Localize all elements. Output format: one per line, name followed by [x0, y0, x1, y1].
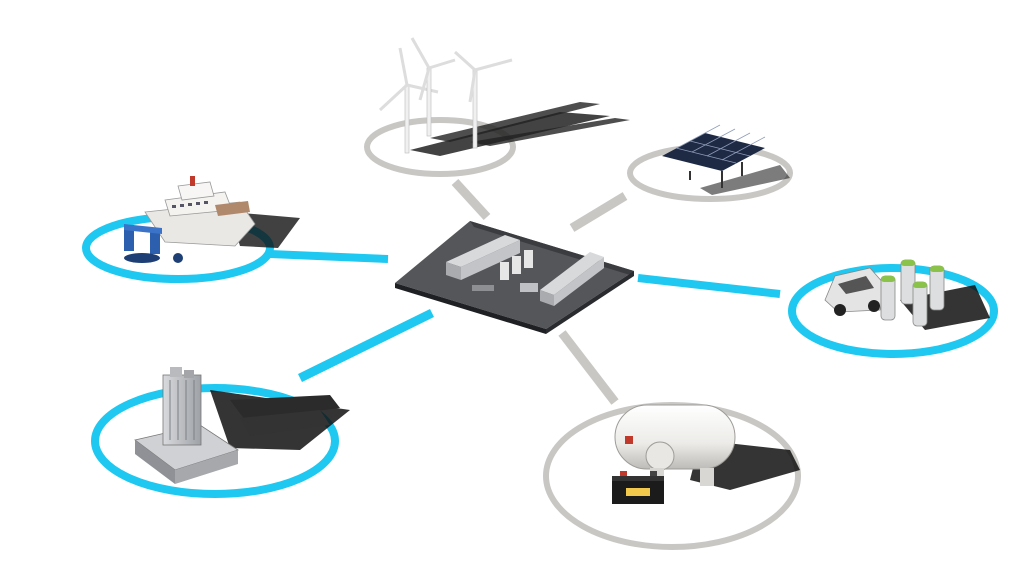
mobility-connector	[637, 274, 781, 298]
wind-turbine-icon	[378, 37, 630, 156]
factory-icon	[134, 367, 350, 484]
storage-node[interactable]	[543, 402, 801, 550]
mobility-ring	[788, 264, 998, 358]
ship-icon	[124, 176, 300, 263]
solar-panel-icon	[662, 124, 790, 195]
mobility-node[interactable]	[788, 259, 998, 358]
battery-icon	[612, 471, 664, 504]
wind-node[interactable]	[364, 37, 630, 177]
central-energy-hub[interactable]	[395, 221, 634, 334]
industry-ring	[91, 384, 339, 498]
wind-ring	[364, 117, 516, 177]
port-connector	[269, 250, 389, 263]
storage-connector	[558, 330, 619, 405]
connector-lines	[269, 178, 781, 405]
wind-connector	[451, 178, 491, 221]
hydrogen-plant-icon	[395, 221, 634, 334]
port-node[interactable]	[82, 176, 300, 283]
industry-node[interactable]	[91, 367, 350, 498]
industry-connector	[298, 308, 434, 383]
solar-connector	[569, 192, 628, 232]
solar-node[interactable]	[627, 124, 793, 202]
fuel-station-icon	[824, 259, 990, 330]
